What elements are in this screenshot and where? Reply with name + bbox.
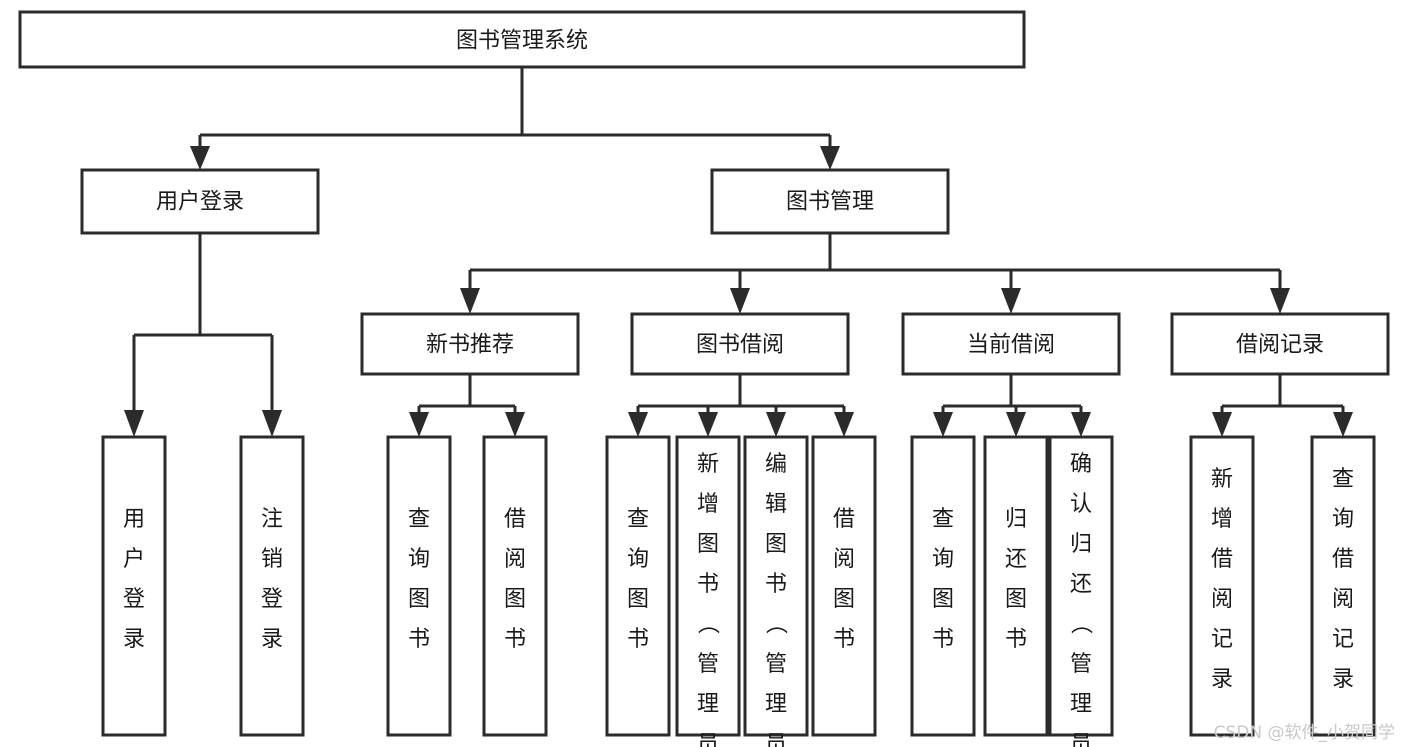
- arrow-book-borrow-leaf-2: [698, 412, 718, 437]
- node-leaf-borrow-book-1[interactable]: 借阅图书: [482, 435, 548, 737]
- node-leaf-user-login[interactable]: 用户登录: [101, 435, 167, 737]
- node-borrow-record-box[interactable]: [1170, 312, 1390, 376]
- node-leaf-add-record-label: 新增借阅记录: [1211, 467, 1233, 692]
- node-leaf-query-book-3-label: 查询图书: [932, 507, 954, 652]
- node-leaf-query-book-1[interactable]: 查询图书: [386, 435, 452, 737]
- node-root-box[interactable]: [18, 10, 1026, 69]
- node-leaf-user-logout-box[interactable]: [239, 435, 305, 737]
- arrow-current-borrow-leaf-1: [933, 412, 953, 437]
- node-leaf-return-book-label: 归还图书: [1005, 507, 1027, 652]
- node-leaf-user-logout[interactable]: 注销登录: [239, 435, 305, 737]
- arrow-current-borrow-leaf-2: [1006, 412, 1026, 437]
- arrow-book-manage-to-book-borrow: [730, 288, 750, 314]
- node-book-manage-box[interactable]: [710, 168, 950, 235]
- node-borrow-record-label: 借阅记录: [1236, 333, 1324, 358]
- node-leaf-confirm-return-label: 确认归还（管理员）: [1070, 452, 1093, 747]
- arrow-book-manage-to-new-book-rec: [460, 288, 480, 314]
- node-leaf-add-record[interactable]: 新增借阅记录: [1189, 435, 1255, 737]
- node-leaf-query-book-1-label: 查询图书: [408, 507, 430, 652]
- node-leaf-borrow-book-2-box[interactable]: [811, 435, 877, 737]
- node-current-borrow-box[interactable]: [901, 312, 1121, 376]
- arrow-root-to-user-login: [190, 146, 210, 170]
- node-leaf-query-book-3[interactable]: 查询图书: [910, 435, 976, 737]
- node-leaf-confirm-return[interactable]: 确认归还（管理员）: [1048, 435, 1114, 747]
- node-book-manage[interactable]: 图书管理: [710, 168, 950, 235]
- arrow-user-login-leaf-2: [262, 410, 282, 437]
- node-book-manage-label: 图书管理: [786, 190, 874, 215]
- node-leaf-add-book-label: 新增图书（管理员）: [697, 452, 720, 747]
- node-leaf-query-book-2-label: 查询图书: [627, 507, 649, 652]
- node-root[interactable]: 图书管理系统: [18, 10, 1026, 69]
- arrow-root-to-book-manage: [820, 146, 840, 170]
- node-leaf-edit-book-box[interactable]: [743, 435, 809, 737]
- arrow-book-manage-to-borrow-record: [1270, 288, 1290, 314]
- arrow-user-login-leaf-1: [124, 410, 144, 437]
- node-leaf-borrow-book-2-label: 借阅图书: [833, 507, 855, 652]
- node-leaf-query-record-box[interactable]: [1310, 435, 1376, 737]
- arrow-book-borrow-leaf-1: [628, 412, 648, 437]
- arrow-book-borrow-leaf-3: [766, 412, 786, 437]
- node-leaf-query-record[interactable]: 查询借阅记录: [1310, 435, 1376, 737]
- node-leaf-query-book-2-box[interactable]: [605, 435, 671, 737]
- node-new-book-rec-box[interactable]: [360, 312, 580, 376]
- node-leaf-query-book-2[interactable]: 查询图书: [605, 435, 671, 737]
- node-leaf-query-book-1-box[interactable]: [386, 435, 452, 737]
- node-current-borrow[interactable]: 当前借阅: [901, 312, 1121, 376]
- node-leaf-add-book[interactable]: 新增图书（管理员）: [675, 435, 741, 747]
- leaf-node-layer: 用户登录 注销登录 查询图书 借阅图书 查询图书 新增图书（管理员） 编辑图书（管理员） 借阅…: [101, 435, 1376, 747]
- arrow-book-borrow-leaf-4: [834, 412, 854, 437]
- arrow-book-manage-to-current-borrow: [1001, 288, 1021, 314]
- arrow-current-borrow-leaf-3: [1071, 412, 1091, 437]
- node-book-borrow-label: 图书借阅: [696, 333, 784, 358]
- node-leaf-borrow-book-2[interactable]: 借阅图书: [811, 435, 877, 737]
- node-leaf-borrow-book-1-box[interactable]: [482, 435, 548, 737]
- arrow-borrow-record-leaf-1: [1212, 412, 1232, 437]
- node-leaf-query-book-3-box[interactable]: [910, 435, 976, 737]
- node-leaf-edit-book-label: 编辑图书（管理员）: [765, 452, 788, 747]
- node-book-borrow[interactable]: 图书借阅: [630, 312, 850, 376]
- node-current-borrow-label: 当前借阅: [967, 333, 1055, 358]
- node-leaf-user-login-label: 用户登录: [123, 507, 145, 652]
- node-leaf-return-book[interactable]: 归还图书: [983, 435, 1049, 737]
- node-leaf-edit-book[interactable]: 编辑图书（管理员）: [743, 435, 809, 747]
- node-new-book-rec-label: 新书推荐: [426, 333, 514, 358]
- arrow-borrow-record-leaf-2: [1333, 412, 1353, 437]
- arrow-new-book-rec-leaf-2: [505, 412, 525, 437]
- node-borrow-record[interactable]: 借阅记录: [1170, 312, 1390, 376]
- arrow-new-book-rec-leaf-1: [409, 412, 429, 437]
- node-new-book-rec[interactable]: 新书推荐: [360, 312, 580, 376]
- node-root-label: 图书管理系统: [456, 29, 588, 54]
- node-user-login-box[interactable]: [80, 168, 320, 235]
- connector-layer: [124, 67, 1353, 437]
- node-user-login-label: 用户登录: [156, 190, 244, 215]
- node-leaf-add-book-box[interactable]: [675, 435, 741, 737]
- node-leaf-user-logout-label: 注销登录: [261, 507, 283, 652]
- node-leaf-confirm-return-box[interactable]: [1048, 435, 1114, 737]
- node-user-login[interactable]: 用户登录: [80, 168, 320, 235]
- node-book-borrow-box[interactable]: [630, 312, 850, 376]
- node-leaf-borrow-book-1-label: 借阅图书: [504, 507, 526, 652]
- node-leaf-user-login-box[interactable]: [101, 435, 167, 737]
- node-leaf-add-record-box[interactable]: [1189, 435, 1255, 737]
- node-leaf-return-book-box[interactable]: [983, 435, 1049, 737]
- node-leaf-query-record-label: 查询借阅记录: [1332, 467, 1354, 692]
